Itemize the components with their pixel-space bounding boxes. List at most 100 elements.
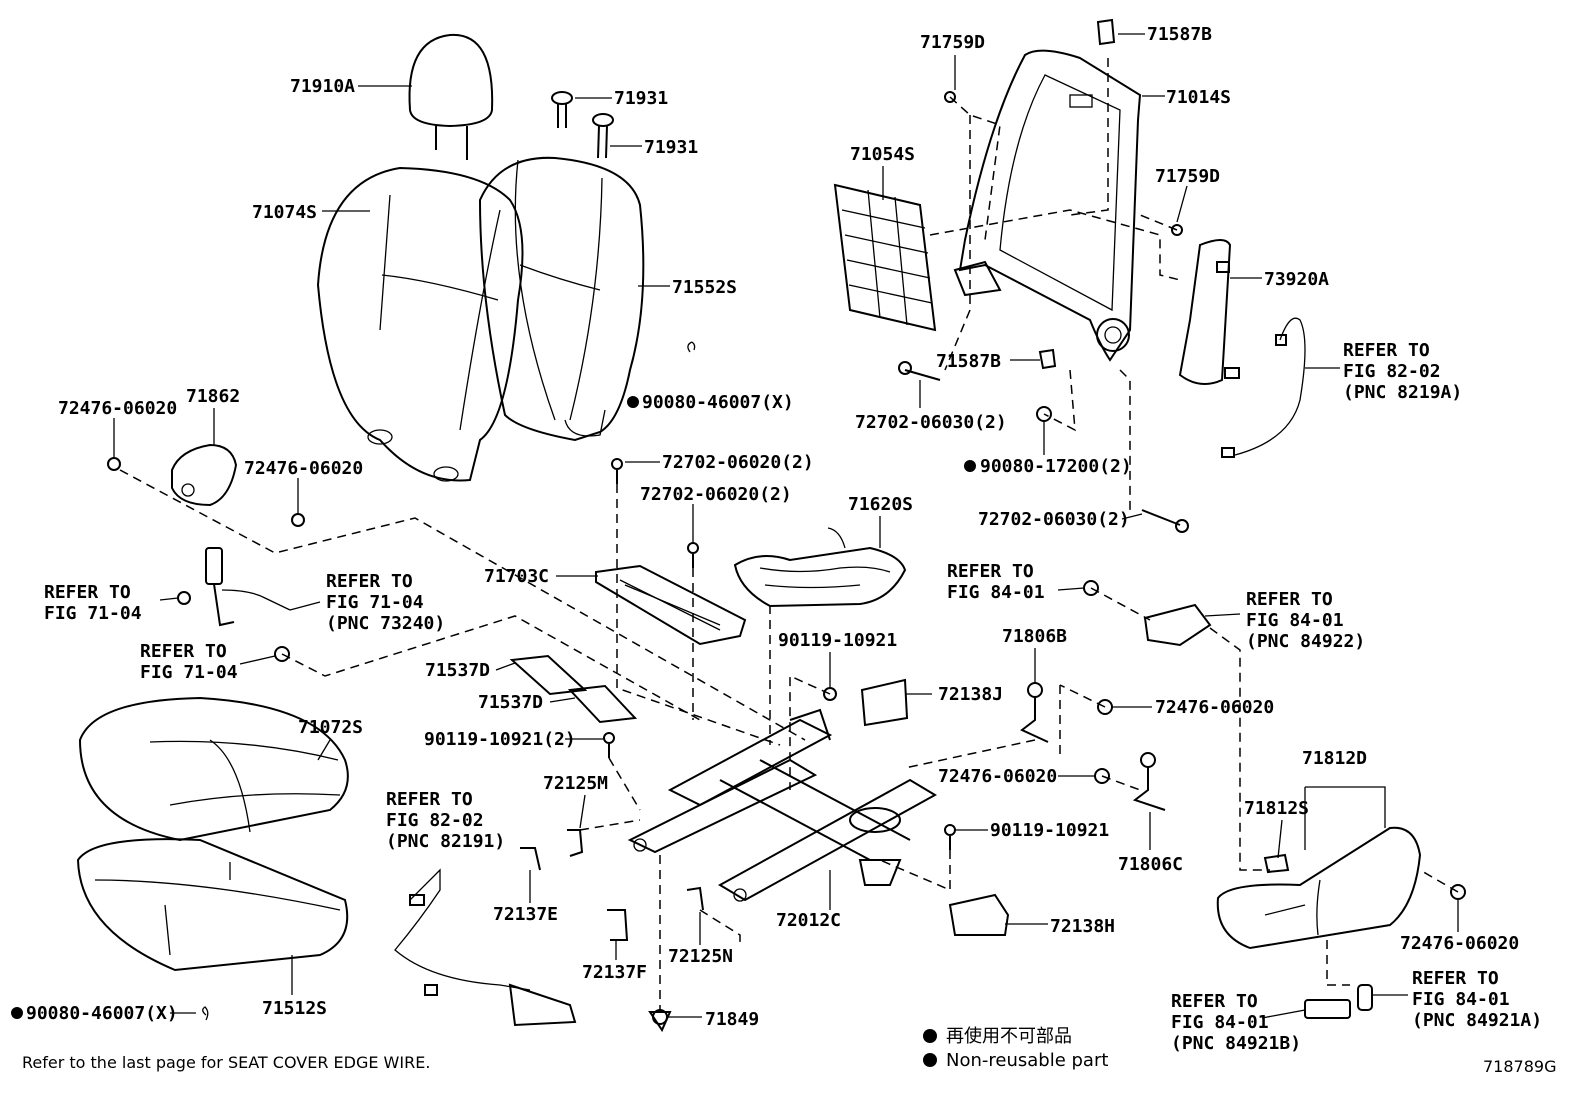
label-71072S: 71072S <box>298 717 363 738</box>
label-72012C: 72012C <box>776 910 841 931</box>
label-90119-10921-2: 90119-10921(2) <box>424 729 576 750</box>
label-71054S: 71054S <box>850 144 915 165</box>
ref-2-line2: FIG 71-04 <box>326 592 424 613</box>
label-72476-06020-e: 72476-06020 <box>1400 933 1519 954</box>
bolt-06030a-head <box>898 361 912 375</box>
wire-harness-drawing <box>394 868 577 1027</box>
label-90119-10921-b: 90119-10921 <box>990 820 1109 841</box>
label-72702-06030-a: 72702-06030(2) <box>855 412 1007 433</box>
bolt-06030b-drawing <box>1141 509 1181 526</box>
pad-71587B-mid <box>1038 348 1057 370</box>
spring-mat-drawing <box>833 183 937 332</box>
legend: 再使用不可部品 Non-reusable part <box>923 1026 1108 1071</box>
ref-8-line2: FIG 84-01 <box>1171 1012 1269 1033</box>
ref-1-line2: FIG 71-04 <box>44 603 142 624</box>
ref-3-line2: FIG 71-04 <box>140 662 238 683</box>
side-shield-drawing <box>1216 826 1422 950</box>
edge-wire-clip-drawing <box>202 1006 209 1021</box>
ref-5-line1: REFER TO <box>1343 340 1430 361</box>
ref-8-line3: (PNC 84921B) <box>1171 1033 1301 1054</box>
ref-6-line2: FIG 84-01 <box>947 582 1045 603</box>
label-72137E: 72137E <box>493 904 558 925</box>
ref-7-line3: (PNC 84922) <box>1246 631 1365 652</box>
label-72702-06020-b: 72702-06020(2) <box>640 484 792 505</box>
clip-parts-drawing <box>520 829 704 941</box>
side-cover-drawing <box>1178 239 1240 385</box>
clip-71849-drawing <box>648 1011 672 1033</box>
seatback-cover-drawing <box>478 156 645 442</box>
label-71931-a: 71931 <box>614 88 668 109</box>
label-71931-b: 71931 <box>644 137 698 158</box>
bolt-06030b-head <box>1175 519 1189 533</box>
ref-2-line1: REFER TO <box>326 571 413 592</box>
ref-3-line1: REFER TO <box>140 641 227 662</box>
label-71512S: 71512S <box>262 998 327 1019</box>
spring-drawing <box>733 527 907 608</box>
label-72137F: 72137F <box>582 962 647 983</box>
non-reusable-bullet-mid <box>964 460 976 472</box>
label-72125M: 72125M <box>543 773 608 794</box>
label-90080-46007-bottom: 90080-46007(X) <box>26 1003 178 1024</box>
figure-id: 718789G <box>1483 1057 1556 1076</box>
cover-j-drawing <box>860 678 909 727</box>
harness-connector2-drawing <box>1221 447 1235 458</box>
label-71537D-b: 71537D <box>478 692 543 713</box>
label-71703C: 71703C <box>484 566 549 587</box>
label-71862: 71862 <box>186 386 240 407</box>
ref-2-line3: (PNC 73240) <box>326 613 445 634</box>
leader-lines <box>113 33 1459 1019</box>
label-72138H: 72138H <box>1050 916 1115 937</box>
hinge-cover-drawing <box>171 443 238 507</box>
label-71849: 71849 <box>705 1009 759 1030</box>
ref-9-line1: REFER TO <box>1412 968 1499 989</box>
ref-8-line1: REFER TO <box>1171 991 1258 1012</box>
ref-7-line1: REFER TO <box>1246 589 1333 610</box>
cushion-cover-drawing <box>76 838 349 972</box>
ref-4-line2: FIG 82-02 <box>386 810 484 831</box>
ref-5-line3: (PNC 8219A) <box>1343 382 1462 403</box>
ref-5-line2: FIG 82-02 <box>1343 361 1441 382</box>
legend-bullet-en <box>923 1053 937 1067</box>
adjuster-drawing <box>627 708 938 902</box>
label-72702-06020-a: 72702-06020(2) <box>662 452 814 473</box>
footer-note: Refer to the last page for SEAT COVER ED… <box>22 1053 430 1072</box>
seatback-drawing <box>316 166 524 482</box>
non-reusable-bullet-bottom <box>11 1007 23 1019</box>
label-71074S: 71074S <box>252 202 317 223</box>
non-reusable-bullet <box>627 396 639 408</box>
seat-cushion-drawing <box>78 696 349 842</box>
label-71620S: 71620S <box>848 494 913 515</box>
assembly-lines <box>119 58 1459 1010</box>
label-90080-46007-top: 90080-46007(X) <box>642 392 794 413</box>
panel-drawing <box>595 564 747 646</box>
headrest-drawing <box>408 33 494 160</box>
seatbelt-buckle-drawing <box>177 547 291 662</box>
label-71806B: 71806B <box>1002 626 1067 647</box>
label-73920A: 73920A <box>1264 269 1329 290</box>
pad-drawing <box>509 654 638 724</box>
pad-71587B-top <box>1096 18 1116 46</box>
legend-bullet-jp <box>923 1029 937 1043</box>
label-71759D-a: 71759D <box>920 32 985 53</box>
ref-9-line2: FIG 84-01 <box>1412 989 1510 1010</box>
label-72476-06020-a: 72476-06020 <box>58 398 177 419</box>
label-72702-06030-b: 72702-06030(2) <box>978 509 1130 530</box>
label-71812S: 71812S <box>1244 798 1309 819</box>
ref-6-line1: REFER TO <box>947 561 1034 582</box>
label-71587B-b: 71587B <box>936 351 1001 372</box>
label-71759D-b: 71759D <box>1155 166 1220 187</box>
refer-to-labels: REFER TO FIG 71-04 REFER TO FIG 71-04 (P… <box>44 340 1542 1054</box>
legend-en: Non-reusable part <box>946 1050 1108 1071</box>
knob-84921A-drawing <box>1357 984 1373 1011</box>
label-71910A: 71910A <box>290 76 355 97</box>
ref-1-line1: REFER TO <box>44 582 131 603</box>
label-72476-06020-c: 72476-06020 <box>1155 697 1274 718</box>
label-71812D: 71812D <box>1302 748 1367 769</box>
label-71014S: 71014S <box>1166 87 1231 108</box>
harness-8219A-drawing <box>1234 317 1306 456</box>
switch-84922-drawing <box>1143 603 1212 647</box>
frame-drawing <box>953 49 1142 362</box>
clip-drawing <box>687 341 696 353</box>
label-90119-10921-a: 90119-10921 <box>778 630 897 651</box>
